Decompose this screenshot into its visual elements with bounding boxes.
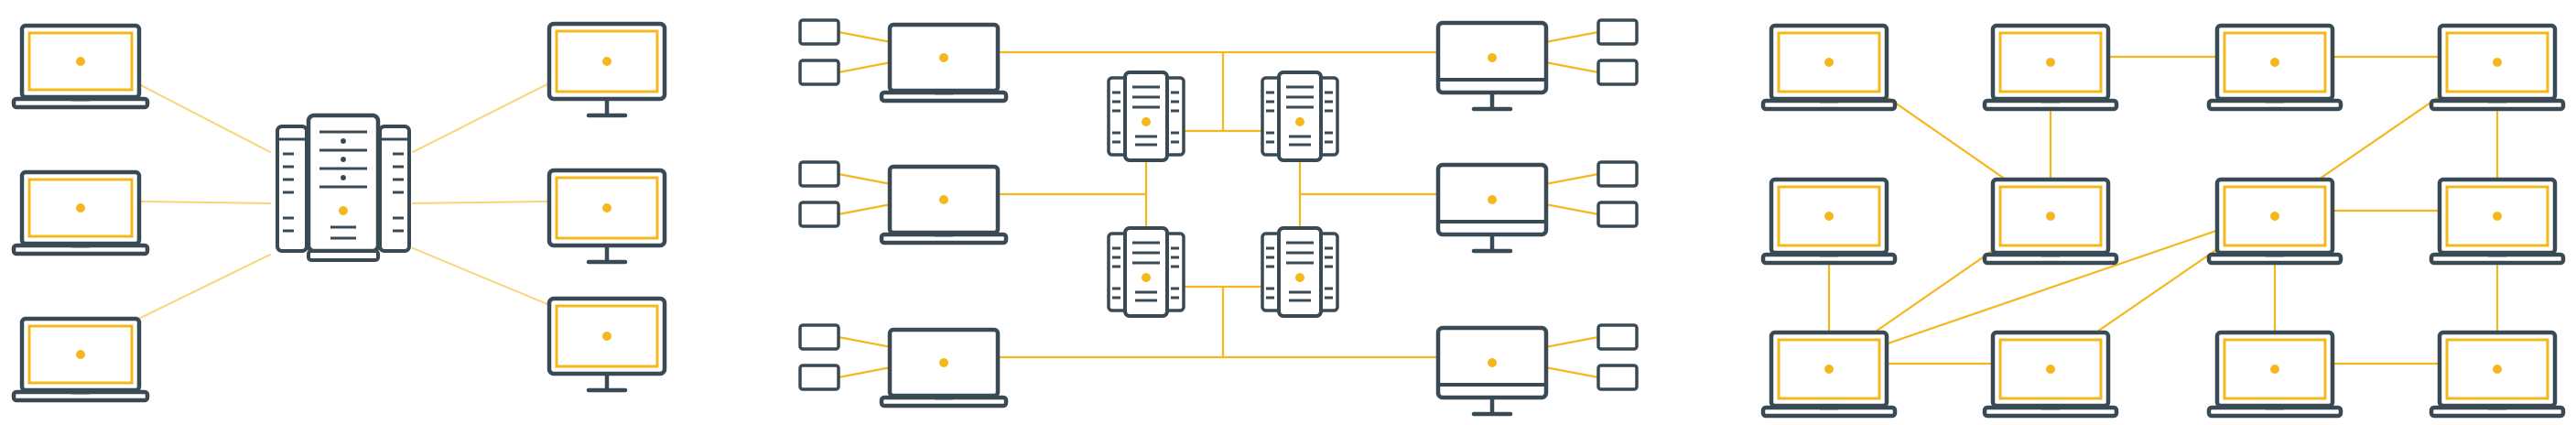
laptop-icon [2206, 23, 2343, 112]
laptop-icon [1760, 177, 1898, 266]
laptop-icon [2206, 330, 2343, 419]
monitor-icon [547, 168, 667, 265]
client-box-icon [1596, 18, 1639, 46]
node-dot [1142, 273, 1151, 282]
node-dot [2270, 365, 2279, 374]
laptop-icon [2429, 177, 2566, 266]
monitor-icon [1435, 162, 1549, 254]
node-dot [2493, 58, 2502, 67]
node-dot [939, 195, 948, 204]
server-tower-icon [1107, 71, 1185, 162]
node-dot [339, 206, 348, 215]
node-dot [76, 57, 85, 66]
client-box-icon [1596, 323, 1639, 351]
laptop-icon [1982, 23, 2119, 112]
client-box-icon [798, 201, 840, 228]
laptop-icon [1982, 330, 2119, 419]
node-dot [1295, 273, 1304, 282]
laptop-icon [11, 169, 150, 256]
laptop-icon [1760, 23, 1898, 112]
client-box-icon [798, 59, 840, 86]
node-dot [1488, 358, 1497, 367]
node-dot [2493, 365, 2502, 374]
client-box-icon [798, 323, 840, 351]
server-tower-icon [1107, 226, 1185, 318]
laptop-icon [2429, 23, 2566, 112]
monitor-icon [547, 21, 667, 118]
central-server-rack-icon [276, 113, 411, 262]
node-dot [1142, 117, 1151, 126]
node-dot [1824, 58, 1834, 67]
node-dot [602, 57, 612, 66]
node-dot [1488, 195, 1497, 204]
laptop-icon [879, 22, 1009, 104]
node-dot [2046, 365, 2055, 374]
node-dot [2270, 58, 2279, 67]
node-dot [939, 53, 948, 62]
client-box-icon [1596, 59, 1639, 86]
network-link [1827, 209, 2277, 365]
node-dot [602, 332, 612, 341]
node-dot [1295, 117, 1304, 126]
laptop-icon [11, 316, 150, 403]
laptop-icon [1760, 330, 1898, 419]
client-box-icon [798, 364, 840, 391]
client-box-icon [1596, 364, 1639, 391]
node-dot [2046, 58, 2055, 67]
node-dot [1488, 53, 1497, 62]
laptop-icon [11, 23, 150, 110]
laptop-icon [879, 327, 1009, 409]
server-tower-icon [1261, 71, 1339, 162]
node-dot [2046, 212, 2055, 221]
client-box-icon [798, 18, 840, 46]
nodes-layer [11, 18, 2566, 419]
node-dot [2493, 212, 2502, 221]
client-box-icon [1596, 201, 1639, 228]
laptop-icon [1982, 177, 2119, 266]
client-box-icon [1596, 160, 1639, 188]
monitor-icon [1435, 20, 1549, 112]
node-dot [1824, 365, 1834, 374]
node-dot [602, 203, 612, 212]
monitor-icon [547, 296, 667, 393]
laptop-icon [2206, 177, 2343, 266]
node-dot [76, 350, 85, 359]
laptop-icon [2429, 330, 2566, 419]
monitor-icon [1435, 325, 1549, 417]
node-dot [2270, 212, 2279, 221]
node-dot [939, 358, 948, 367]
node-dot [76, 203, 85, 212]
laptop-icon [879, 164, 1009, 245]
client-box-icon [798, 160, 840, 188]
node-dot [1824, 212, 1834, 221]
server-tower-icon [1261, 226, 1339, 318]
